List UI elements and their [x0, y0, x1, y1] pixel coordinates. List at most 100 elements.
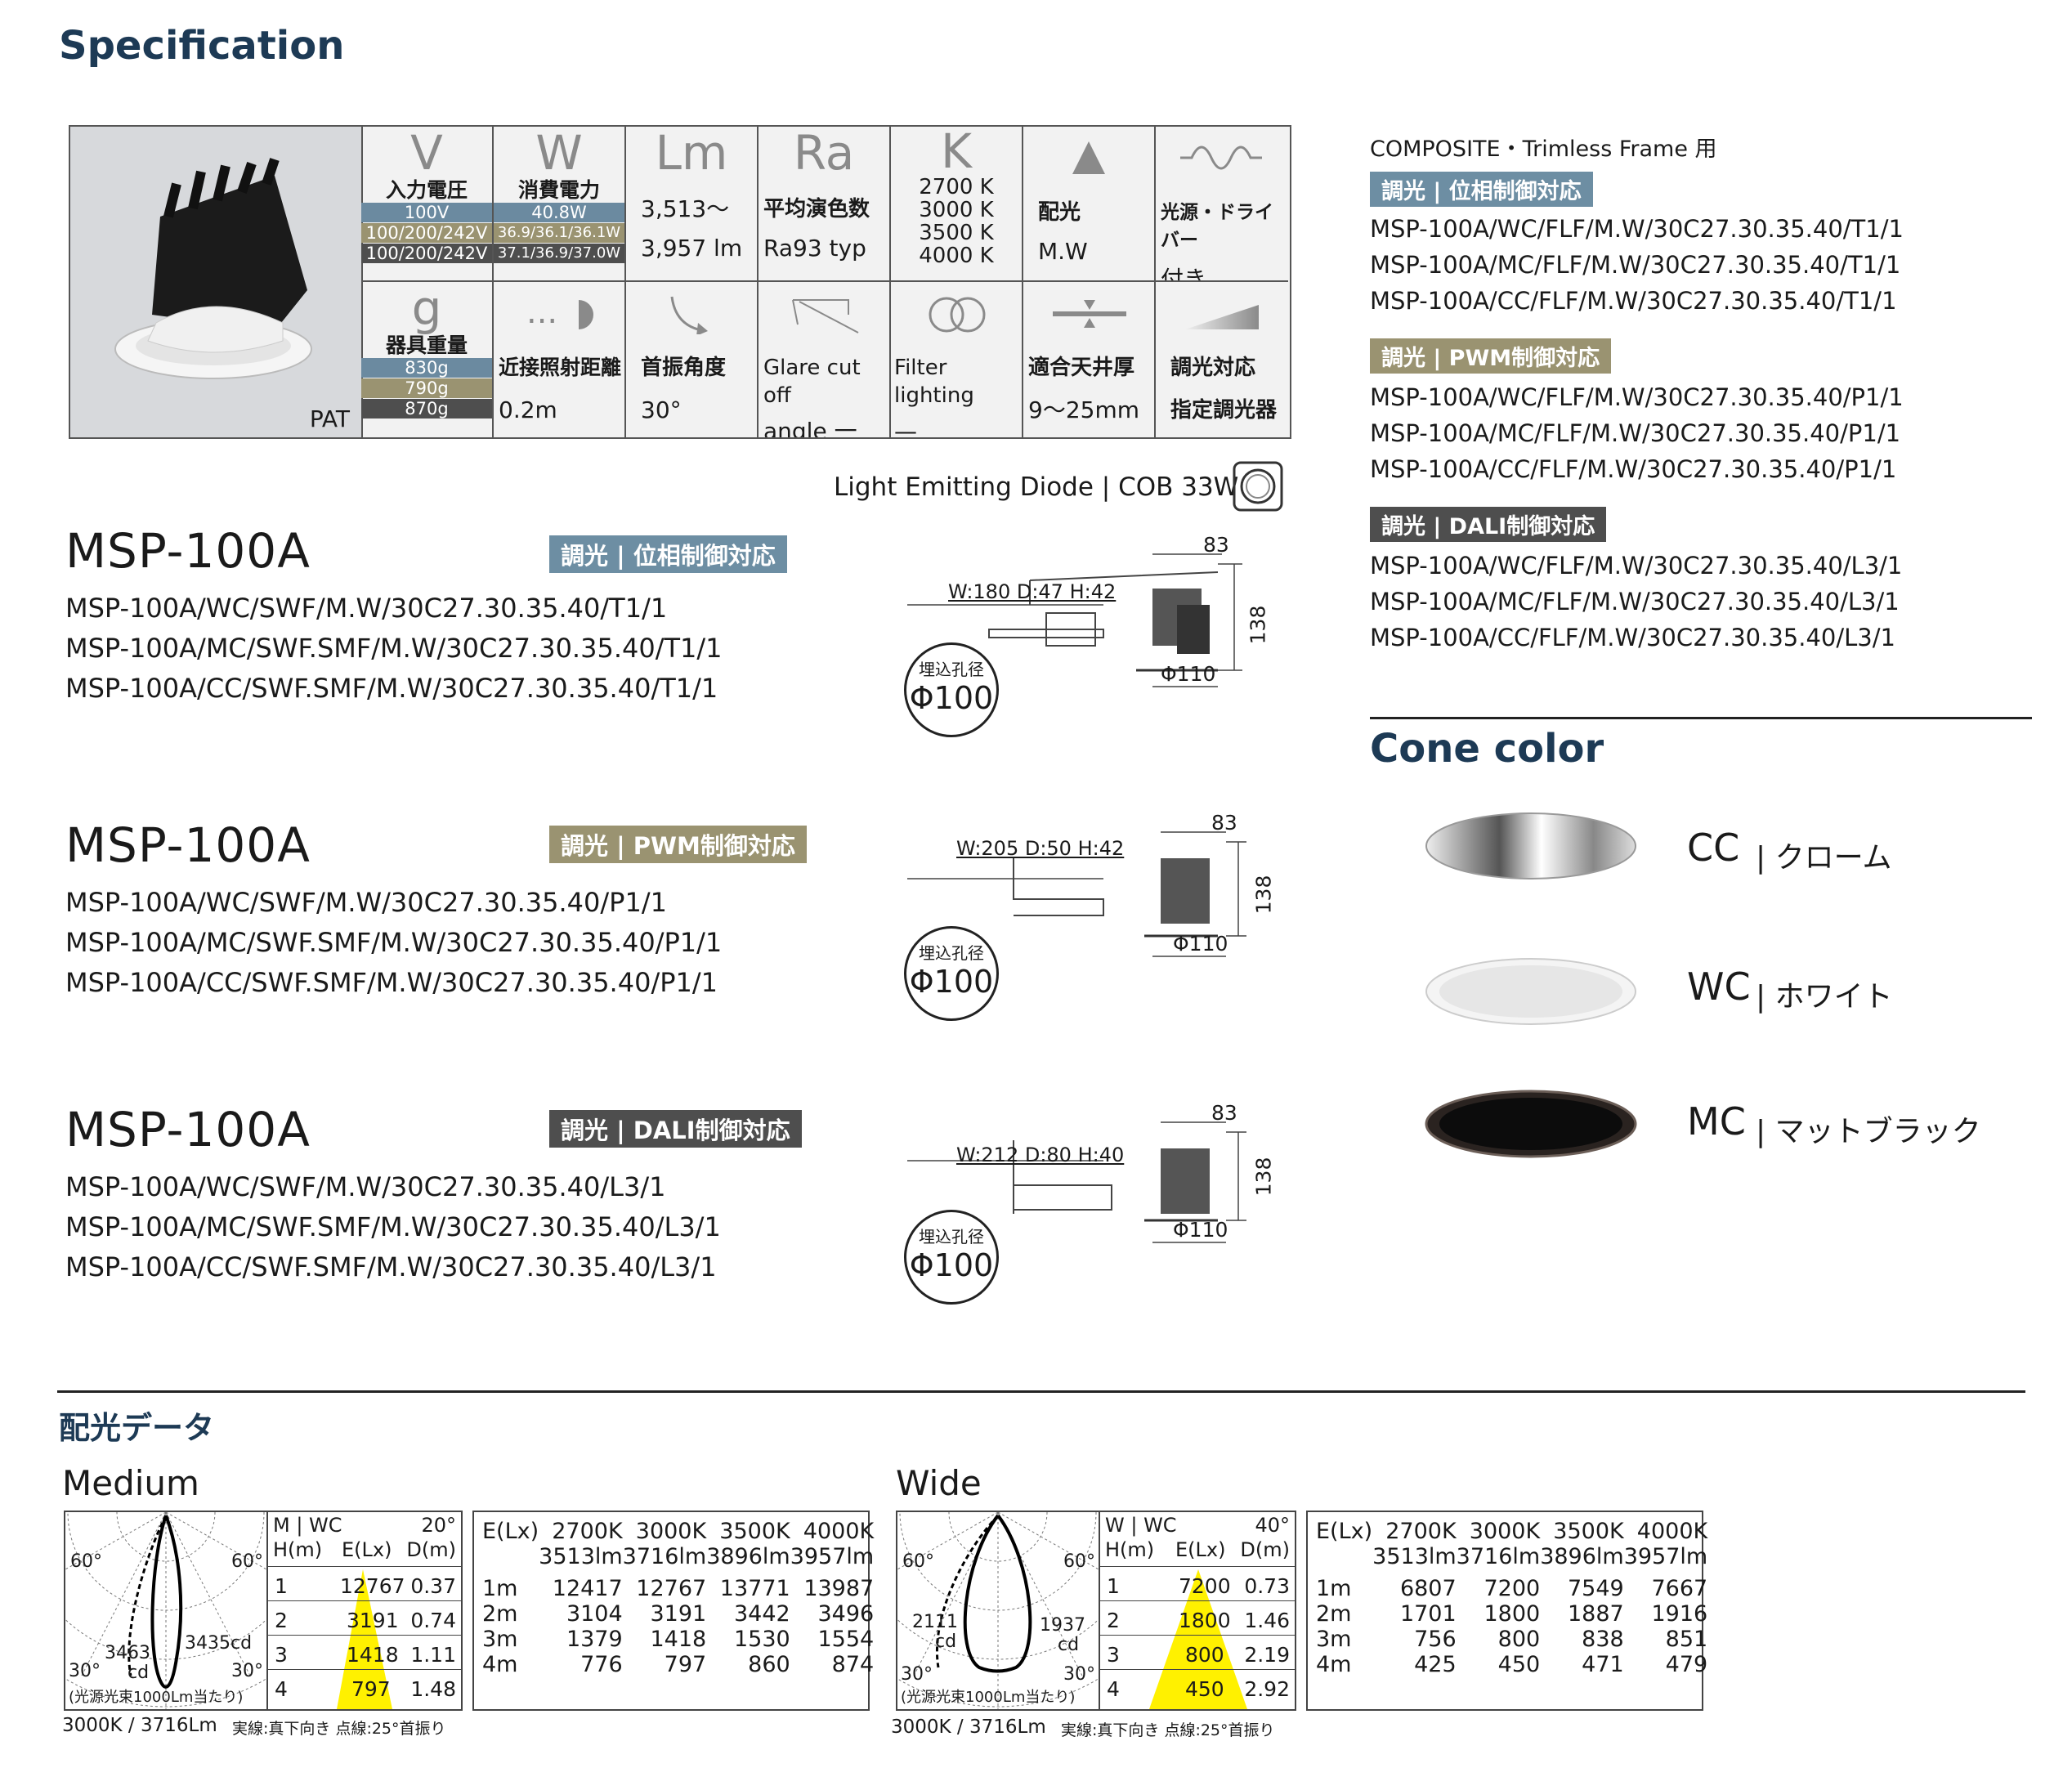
beam-d: 1.48 — [410, 1677, 456, 1701]
table-cell: 3104 — [566, 1601, 623, 1627]
medium-beam-table: M | WC 20° H(m) E(Lx) D(m) 1 12767 0.37 … — [266, 1511, 463, 1711]
beam-col-d: D(m) — [1240, 1538, 1290, 1561]
table-header: 2700K — [1385, 1519, 1457, 1544]
hole-label: 埋込孔径 — [919, 1227, 984, 1247]
table-cell: 3442 — [733, 1601, 790, 1627]
photo-label: PAT — [309, 405, 350, 432]
hole-value: Φ100 — [909, 1247, 994, 1283]
beam-angle: 40° — [1255, 1514, 1290, 1537]
table-header: 4000K — [1636, 1519, 1708, 1544]
polar-cd-unit-right: cd — [1058, 1635, 1080, 1655]
weight-row-2: 790g — [361, 378, 492, 398]
beam-row-separator — [1100, 1669, 1295, 1670]
wide-caption: 3000K / 3716Lm — [891, 1717, 1046, 1738]
composite-codes-phase: MSP-100A/WC/FLF/M.W/30C27.30.35.40/T1/1 … — [1370, 211, 1904, 319]
kelvin-3000: 3000 K — [919, 198, 994, 222]
light-source-label: Light Emitting Diode | COB 33W — [834, 472, 1239, 502]
medium-illuminance-table: E(Lx) 2700K 3000K 3500K 4000K 3513lm 371… — [472, 1511, 874, 1711]
beam-d: 0.74 — [410, 1609, 456, 1632]
polar-angle-right: 60° — [1063, 1551, 1095, 1572]
beam-d: 1.11 — [410, 1643, 456, 1667]
model-codes-1: MSP-100A/WC/SWF/M.W/30C27.30.35.40/T1/1 … — [65, 589, 723, 709]
dimming-value: 指定調光器 — [1170, 398, 1278, 423]
kelvin-3500: 3500 K — [919, 221, 994, 245]
table-header: 3500K — [719, 1519, 790, 1544]
filter-icon — [929, 297, 986, 333]
model-code: MSP-100A/CC/SWF.SMF/M.W/30C27.30.35.40/P… — [65, 967, 718, 998]
voltage-label: 入力電圧 — [385, 178, 468, 202]
ceiling-thickness-icon — [1053, 300, 1126, 328]
fixture-drawing — [907, 1121, 1246, 1243]
table-cell: 2m — [482, 1601, 518, 1627]
composite-code: MSP-100A/CC/FLF/M.W/30C27.30.35.40/P1/1 — [1370, 455, 1897, 483]
table-cell: 797 — [664, 1652, 707, 1677]
kelvin-symbol: K — [940, 127, 973, 179]
polar-cd-left: 3463 — [105, 1643, 150, 1663]
chrome-cone-swatch — [1425, 812, 1636, 880]
ra-cell: Ra 平均演色数 Ra93 typ — [759, 127, 891, 282]
distribution-cell: 配光 M.W — [1023, 127, 1156, 282]
divider — [1370, 717, 2032, 719]
table-cell: 1379 — [566, 1627, 623, 1652]
beam-row-separator — [1100, 1600, 1295, 1601]
table-cell: 3m — [482, 1627, 518, 1652]
ceiling-label: 適合天井厚 — [1028, 356, 1135, 380]
table-cell: 3496 — [817, 1601, 875, 1627]
glare-label: Glare cut off — [763, 356, 861, 408]
filter-label: Filter lighting — [894, 356, 974, 408]
table-cell: 4m — [1316, 1652, 1352, 1677]
dimming-tag-phase: 調光 | 位相制御対応 — [549, 535, 787, 573]
composite-code: MSP-100A/WC/FLF/M.W/30C27.30.35.40/P1/1 — [1370, 383, 1904, 411]
glare-cutoff-icon — [792, 299, 859, 333]
table-cell: 874 — [831, 1652, 875, 1677]
table-lumen: 3716lm — [1456, 1544, 1541, 1569]
polar-cd-left: 2111 — [912, 1612, 958, 1632]
beam-cone — [1149, 1569, 1247, 1709]
beam-h: 2 — [1107, 1609, 1120, 1632]
table-header: 4000K — [803, 1519, 875, 1544]
table-cell: 13771 — [719, 1576, 790, 1601]
beam-col-e: E(Lx) — [1175, 1538, 1226, 1561]
polar-angle-left: 60° — [70, 1551, 102, 1572]
composite-code: MSP-100A/CC/FLF/M.W/30C27.30.35.40/T1/1 — [1370, 287, 1897, 315]
composite-title: COMPOSITE・Trimless Frame 用 — [1370, 137, 1717, 162]
wide-title: Wide — [896, 1463, 982, 1503]
wide-illuminance-table: E(Lx) 2700K 3000K 3500K 4000K 3513lm 371… — [1306, 1511, 1707, 1711]
weight-label: 器具重量 — [385, 333, 468, 357]
dim-side: 138 — [1251, 1157, 1276, 1197]
beam-d: 2.19 — [1244, 1643, 1290, 1667]
voltage-cell: V 入力電圧 100V 100/200/242V 100/200/242V — [361, 127, 494, 282]
dimming-tag-dali: 調光 | DALI制御対応 — [549, 1110, 802, 1148]
matt-black-cone-swatch — [1425, 1090, 1637, 1158]
polar-angle-bottom-right: 30° — [231, 1661, 263, 1681]
table-header: E(Lx) — [482, 1519, 539, 1544]
beam-header-left: M | WC — [273, 1514, 342, 1537]
beam-col-d: D(m) — [406, 1538, 456, 1561]
glare-cell: Glare cut off angle 一 — [759, 282, 891, 437]
cone-name-cc: | クローム — [1756, 841, 1892, 875]
table-header: 3500K — [1553, 1519, 1624, 1544]
cone-code-cc: CC — [1687, 826, 1740, 870]
table-cell: 3191 — [650, 1601, 707, 1627]
beam-e: 1800 — [1179, 1609, 1231, 1632]
hole-value: Φ100 — [909, 964, 994, 1000]
beam-header-left: W | WC — [1105, 1514, 1177, 1537]
medium-title: Medium — [62, 1463, 199, 1503]
lumen-cell: Lm 3,513〜 3,957 lm — [626, 127, 759, 282]
beam-e: 7200 — [1179, 1574, 1231, 1598]
table-cell: 800 — [1497, 1627, 1541, 1652]
table-header: 3000K — [1469, 1519, 1541, 1544]
beam-e: 450 — [1185, 1677, 1224, 1701]
proximity-icon: ... — [526, 293, 593, 331]
composite-code: MSP-100A/MC/FLF/M.W/30C27.30.35.40/T1/1 — [1370, 251, 1901, 279]
table-cell: 4m — [482, 1652, 518, 1677]
table-cell: 1916 — [1651, 1601, 1708, 1627]
composite-code: MSP-100A/MC/FLF/M.W/30C27.30.35.40/P1/1 — [1370, 419, 1901, 447]
beam-row-separator — [1100, 1635, 1295, 1636]
divider — [57, 1390, 2025, 1393]
beam-e: 3191 — [347, 1609, 399, 1632]
table-cell: 1m — [1316, 1576, 1352, 1601]
model-block-1: MSP-100A — [65, 523, 311, 579]
triangle-icon — [1072, 141, 1105, 174]
